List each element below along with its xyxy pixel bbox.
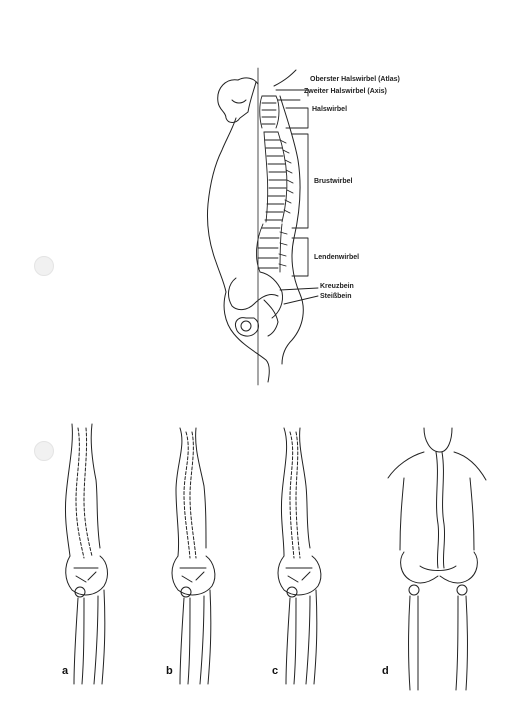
posture-figure-c <box>278 428 321 684</box>
figure-label-c: c <box>272 665 278 677</box>
posture-figure-b <box>172 428 215 684</box>
posture-figure-a <box>65 424 107 684</box>
figure-label-d: d <box>382 665 389 677</box>
posture-figure-d <box>388 428 486 690</box>
figure-label-b: b <box>166 665 173 677</box>
figure-label-a: a <box>62 665 68 677</box>
